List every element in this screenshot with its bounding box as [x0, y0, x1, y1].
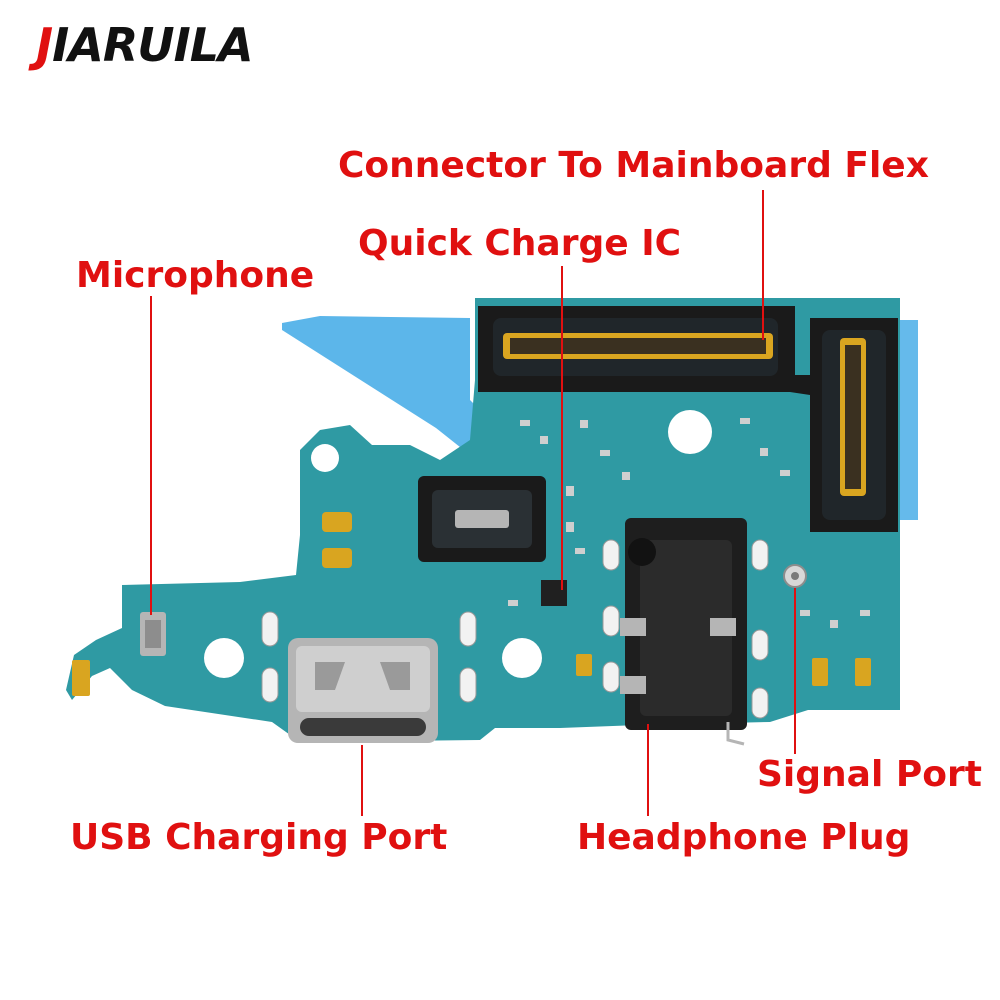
callout-headphone-plug: Headphone Plug	[577, 817, 911, 858]
mount-hole	[502, 638, 542, 678]
small-board-connector	[455, 510, 509, 528]
blue-tape-right-strip	[896, 320, 918, 520]
signal-port-center	[791, 572, 799, 580]
microphone-component-inner	[145, 620, 161, 648]
solder-pad	[322, 548, 352, 568]
slot-contact	[261, 667, 279, 703]
slot-contact	[751, 629, 769, 661]
callout-connector-to-mainboard-flex: Connector To Mainboard Flex	[338, 145, 929, 186]
mainboard-flex-connector-pins	[510, 338, 766, 354]
brand-logo-rest: IARUILA	[52, 18, 254, 72]
headphone-jack-contact	[620, 676, 646, 694]
slot-contact	[261, 611, 279, 647]
mount-hole	[204, 638, 244, 678]
slot-contact	[602, 661, 620, 693]
side-flex-connector-pins	[845, 345, 861, 489]
headphone-jack-contact	[620, 618, 646, 636]
quick-charge-ic	[541, 580, 567, 606]
solder-pad	[322, 512, 352, 532]
slot-contact	[751, 687, 769, 719]
slot-contact	[602, 605, 620, 637]
mount-hole	[311, 444, 339, 472]
slot-contact	[751, 539, 769, 571]
callout-microphone: Microphone	[76, 255, 315, 296]
usb-port-tab	[380, 662, 410, 690]
usb-port-opening	[300, 718, 426, 736]
headphone-jack-hole	[628, 538, 656, 566]
headphone-jack-contact	[710, 618, 736, 636]
solder-pad	[855, 658, 871, 686]
usb-port-tab	[315, 662, 345, 690]
slot-contact	[459, 667, 477, 703]
leader-lines	[150, 190, 796, 816]
slot-contact	[459, 611, 477, 647]
brand-logo-initial: J	[36, 18, 53, 72]
callout-signal-port: Signal Port	[757, 754, 982, 795]
mount-hole	[668, 410, 712, 454]
brand-logo: JIARUILA	[36, 22, 254, 68]
callout-quick-charge-ic: Quick Charge IC	[358, 223, 682, 264]
headphone-jack-pin	[726, 722, 745, 746]
headphone-jack-inner	[640, 540, 732, 716]
smd-components	[508, 418, 870, 628]
blue-protective-tape	[282, 316, 510, 455]
solder-pad	[812, 658, 828, 686]
slot-contact	[602, 539, 620, 571]
solder-pad	[576, 654, 592, 676]
solder-pad	[72, 660, 90, 696]
callout-usb-charging-port: USB Charging Port	[70, 817, 448, 858]
